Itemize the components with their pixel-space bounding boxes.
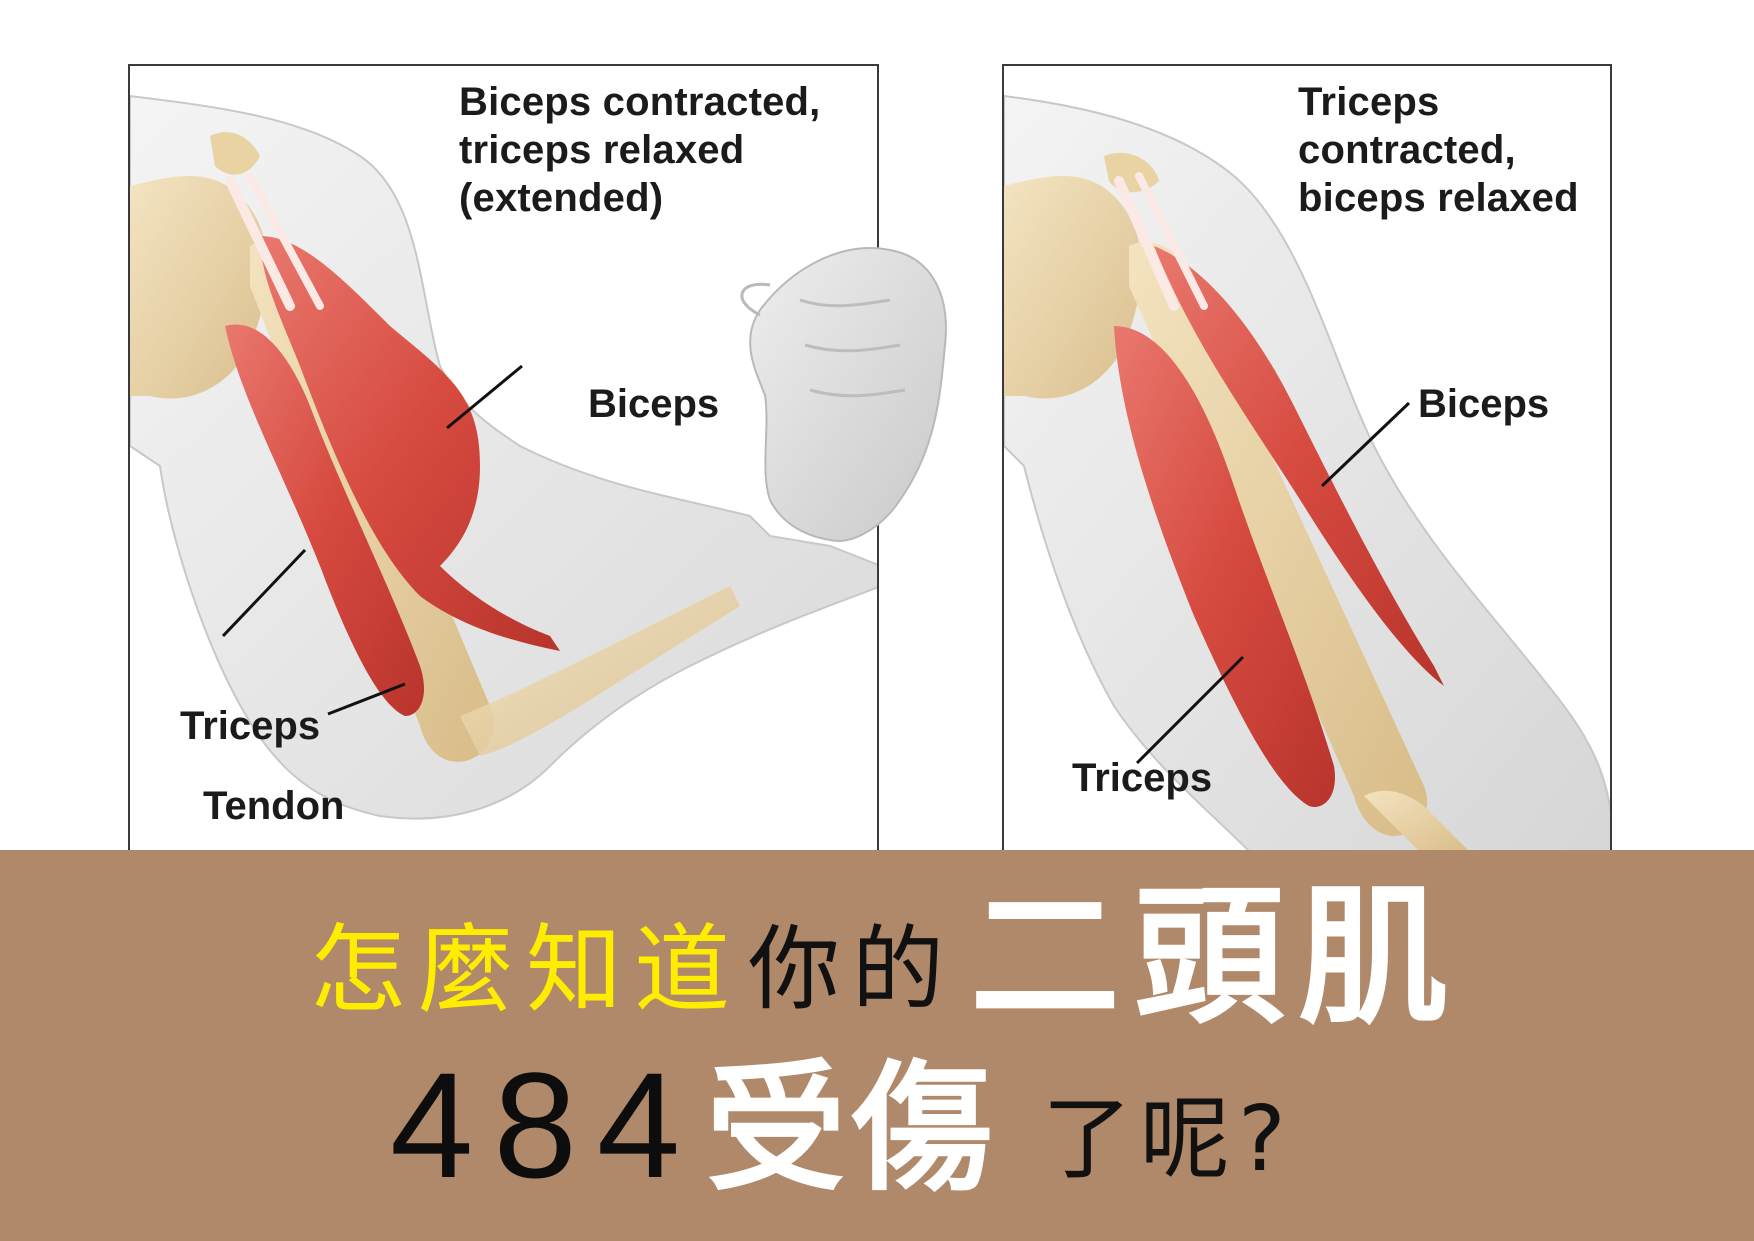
headline-black-text-1: 你的	[748, 916, 957, 1023]
tendon-leader-line	[327, 682, 406, 716]
left-caption-line-2: triceps relaxed	[459, 128, 745, 172]
right-triceps-leader-line	[1135, 655, 1245, 765]
left-caption: Biceps contracted, triceps relaxed (exte…	[459, 78, 821, 222]
left-caption-line-1: Biceps contracted,	[459, 80, 821, 124]
right-biceps-leader-line	[1320, 401, 1411, 488]
right-caption-line-3: biceps relaxed	[1298, 176, 1579, 220]
headline-injury-text: 受傷	[706, 1048, 999, 1211]
right-caption-line-2: contracted,	[1298, 128, 1516, 172]
extended-arm-illustration	[1004, 94, 1610, 850]
headline-banner	[0, 850, 1754, 1241]
right-caption: Triceps contracted, biceps relaxed	[1298, 78, 1579, 222]
headline-biceps-text: 二頭肌	[970, 871, 1463, 1045]
left-tendon-label: Tendon	[203, 784, 345, 828]
left-biceps-label: Biceps	[588, 382, 720, 426]
headline-tail-text: 了呢?	[1042, 1087, 1294, 1192]
right-biceps-label: Biceps	[1418, 382, 1550, 426]
headline-yellow-text: 怎麼知道	[310, 914, 742, 1026]
left-caption-line-3: (extended)	[459, 176, 664, 220]
right-triceps-label: Triceps	[1072, 756, 1213, 800]
left-anatomy-panel: Biceps contracted, triceps relaxed (exte…	[128, 64, 879, 850]
flexed-arm-illustration	[130, 94, 877, 820]
left-triceps-label: Triceps	[180, 704, 321, 748]
right-caption-line-1: Triceps	[1298, 80, 1440, 124]
right-anatomy-panel: Triceps contracted, biceps relaxed Bicep…	[1002, 64, 1612, 850]
triceps-leader-line	[221, 548, 307, 638]
headline-number-text: 484	[390, 1041, 701, 1209]
biceps-leader-line	[446, 364, 523, 430]
